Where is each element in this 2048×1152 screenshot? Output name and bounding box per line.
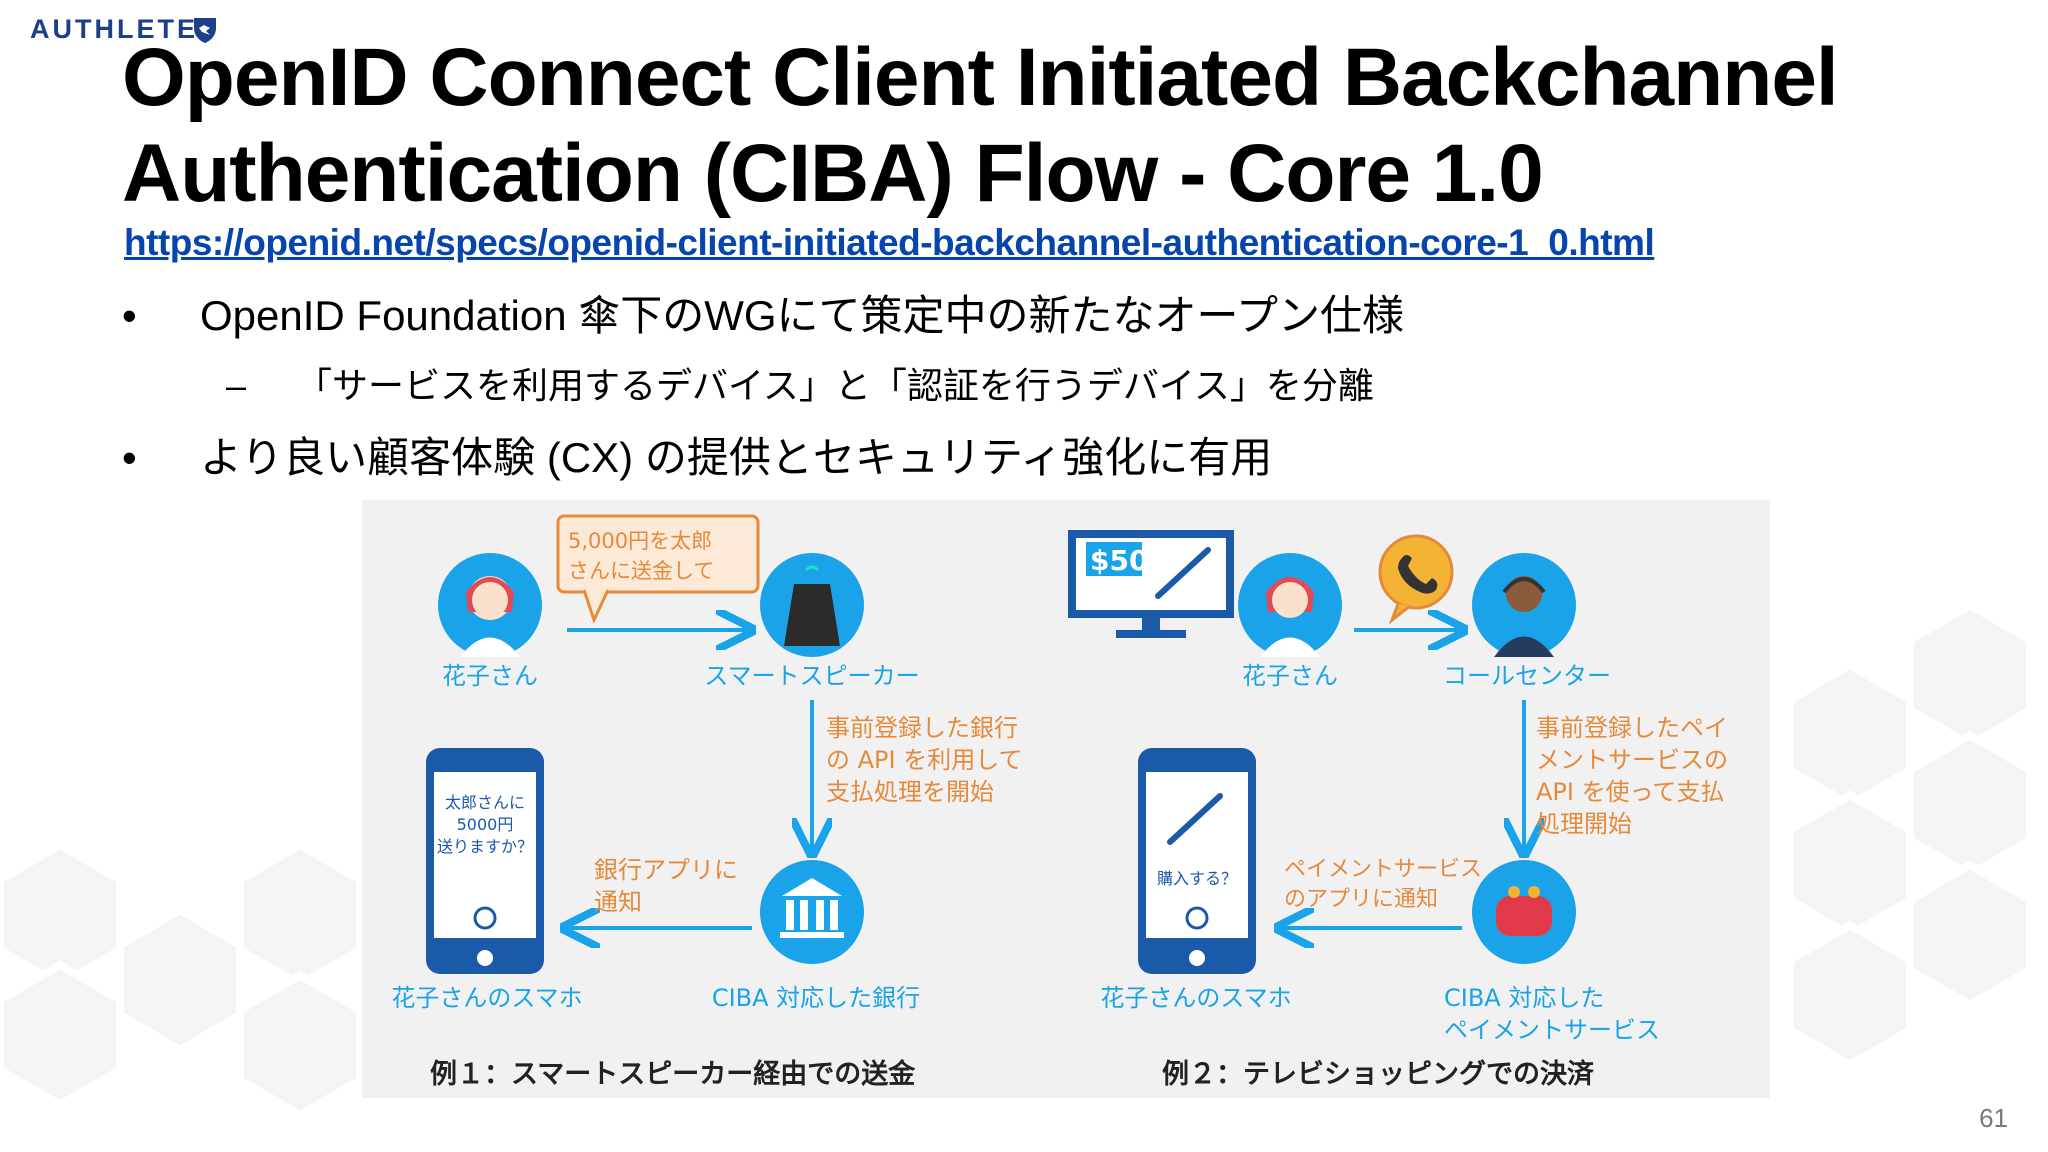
notify-line-1: ペイメントサービス <box>1284 857 1482 882</box>
phone-label: 花子さんのスマホ <box>391 984 582 1012</box>
bullet-text: OpenID Foundation 傘下のWGにて策定中の新たなオープン仕様 <box>200 292 1405 339</box>
bullet-text: 「サービスを利用するデバイス」と「認証を行うデバイス」を分離 <box>296 365 1374 406</box>
user-avatar-icon <box>1238 553 1342 657</box>
phone-label: 花子さんのスマホ <box>1100 984 1291 1012</box>
phone-text-2: 5000円 <box>457 815 514 834</box>
page-number: 61 <box>1979 1103 2008 1133</box>
wallet-icon <box>1472 860 1576 964</box>
price-tag: $50 <box>1090 544 1148 577</box>
phone-text-3: 送りますか？ <box>437 837 533 856</box>
call-center-label: コールセンター <box>1443 662 1611 690</box>
slide-title: OpenID Connect Client Initiated Backchan… <box>122 30 2002 222</box>
api-step-line-1: 事前登録したペイ <box>1536 714 1728 742</box>
tv-icon <box>1068 530 1234 638</box>
caption-1: 例１：スマートスピーカー経由での送金 <box>430 1058 916 1090</box>
speech-line-1: 5,000円を太郎 <box>568 529 712 553</box>
bank-icon <box>760 860 864 964</box>
notify-line-2: のアプリに通知 <box>1284 887 1438 912</box>
call-center-icon <box>1472 553 1576 657</box>
api-step-line-4: 処理開始 <box>1536 810 1632 838</box>
bullet-mark: – <box>226 365 247 406</box>
title-line-1: OpenID Connect Client Initiated Backchan… <box>122 32 1839 123</box>
service-label-2: ペイメントサービス <box>1444 1016 1660 1044</box>
smartphone-icon <box>1138 748 1256 974</box>
api-step-line-3: API を使って支払 <box>1536 778 1724 806</box>
notify-line-2: 通知 <box>594 888 642 916</box>
user-label: 花子さん <box>1242 662 1338 690</box>
api-step-line-2: の API を利用して <box>826 746 1023 774</box>
bank-label: CIBA 対応した銀行 <box>712 984 920 1012</box>
title-line-2: Authentication (CIBA) Flow - Core 1.0 <box>122 128 1544 219</box>
user-label: 花子さん <box>442 662 538 690</box>
bullet-text: より良い顧客体験 (CX) の提供とセキュリティ強化に有用 <box>200 434 1273 481</box>
speech-bubble <box>556 514 760 625</box>
caption-2: 例２：テレビショッピングでの決済 <box>1162 1058 1595 1090</box>
phone-text-1: 太郎さんに <box>445 793 525 812</box>
phone-call-icon <box>1378 534 1454 625</box>
api-step-line-3: 支払処理を開始 <box>826 778 994 806</box>
api-step-line-2: メントサービスの <box>1536 746 1728 774</box>
api-step-line-1: 事前登録した銀行 <box>826 714 1018 742</box>
bullet-mark: • <box>122 434 137 481</box>
phone-text: 購入する？ <box>1157 869 1237 888</box>
user-avatar-icon <box>438 553 542 657</box>
notify-line-1: 銀行アプリに <box>594 856 738 884</box>
bullet-mark: • <box>122 292 137 339</box>
speech-line-2: さんに送金して <box>568 559 714 583</box>
service-label-1: CIBA 対応した <box>1444 984 1604 1012</box>
smart-speaker-icon <box>760 553 864 657</box>
speaker-label: スマートスピーカー <box>704 662 919 690</box>
shield-icon <box>194 18 216 43</box>
ciba-examples-figure: 花子さん 5,000円を太郎 さんに送金して スマートスピーカー 事前登録した銀… <box>362 500 1770 1098</box>
authlete-logo: AUTHLETE <box>30 14 198 44</box>
smartphone-icon <box>426 748 544 974</box>
spec-link[interactable]: https://openid.net/specs/openid-client-i… <box>124 222 1655 263</box>
